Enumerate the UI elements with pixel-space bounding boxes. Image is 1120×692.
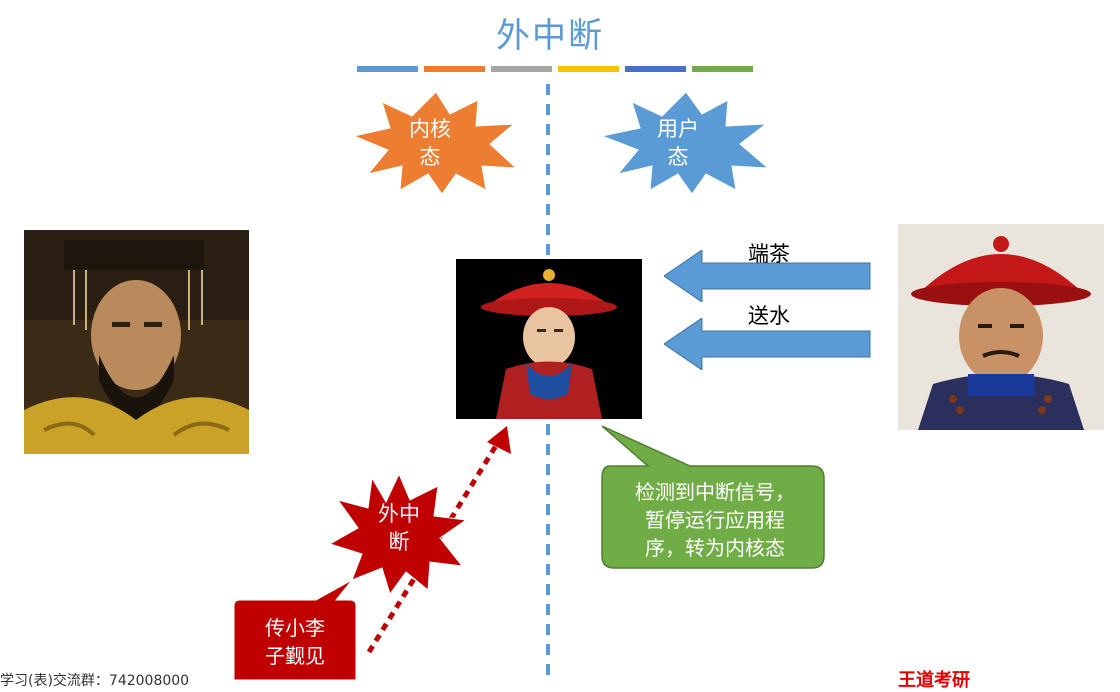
deliver-water-arrow (664, 318, 871, 370)
title-bar-3 (491, 66, 552, 72)
summon-callout-text: 传小李 子觐见 (236, 614, 354, 670)
title-bar-2 (424, 66, 485, 72)
detect-callout-shape (601, 425, 825, 569)
summon-line2: 子觐见 (265, 644, 325, 668)
title-bar-5 (625, 66, 686, 72)
official-portrait-icon (898, 224, 1104, 430)
user-mode-burst (600, 91, 770, 195)
external-interrupt-label: 外中 断 (363, 500, 435, 556)
kernel-mode-burst (352, 91, 518, 195)
emperor-portrait-icon (24, 230, 249, 454)
user-mode-line1: 用户 (657, 117, 699, 141)
footer-left-text: 学习(表)交流群：742008000 (0, 673, 190, 689)
summon-callout-shape (233, 579, 357, 680)
eunuch-portrait-icon (456, 259, 642, 419)
serve-tea-label: 端茶 (748, 242, 790, 266)
external-interrupt-burst (328, 472, 468, 596)
user-mode-line2: 态 (667, 145, 689, 169)
external-interrupt-line1: 外中 (378, 502, 420, 526)
detect-callout-line2: 暂停运行应用程 (645, 508, 785, 532)
serve-tea-arrow (664, 250, 871, 302)
detect-callout-text: 检测到中断信号， 暂停运行应用程 序，转为内核态 (604, 478, 826, 562)
deliver-water-label: 送水 (748, 304, 790, 328)
kernel-mode-label: 内核 态 (395, 115, 465, 171)
title-bar-1 (357, 66, 418, 72)
page-title: 外中断 (496, 16, 604, 56)
title-color-bars (357, 66, 753, 72)
title-bar-4 (558, 66, 619, 72)
title-bar-6 (692, 66, 753, 72)
summon-line1: 传小李 (265, 616, 325, 640)
user-mode-label: 用户 态 (643, 115, 713, 171)
kernel-mode-line2: 态 (419, 145, 441, 169)
kernel-mode-line1: 内核 (409, 117, 451, 141)
detect-callout-line1: 检测到中断信号， (635, 480, 795, 504)
detect-callout-line3: 序，转为内核态 (645, 536, 785, 560)
external-interrupt-line2: 断 (388, 530, 410, 554)
footer-right-brand: 王道考研 (898, 670, 970, 691)
